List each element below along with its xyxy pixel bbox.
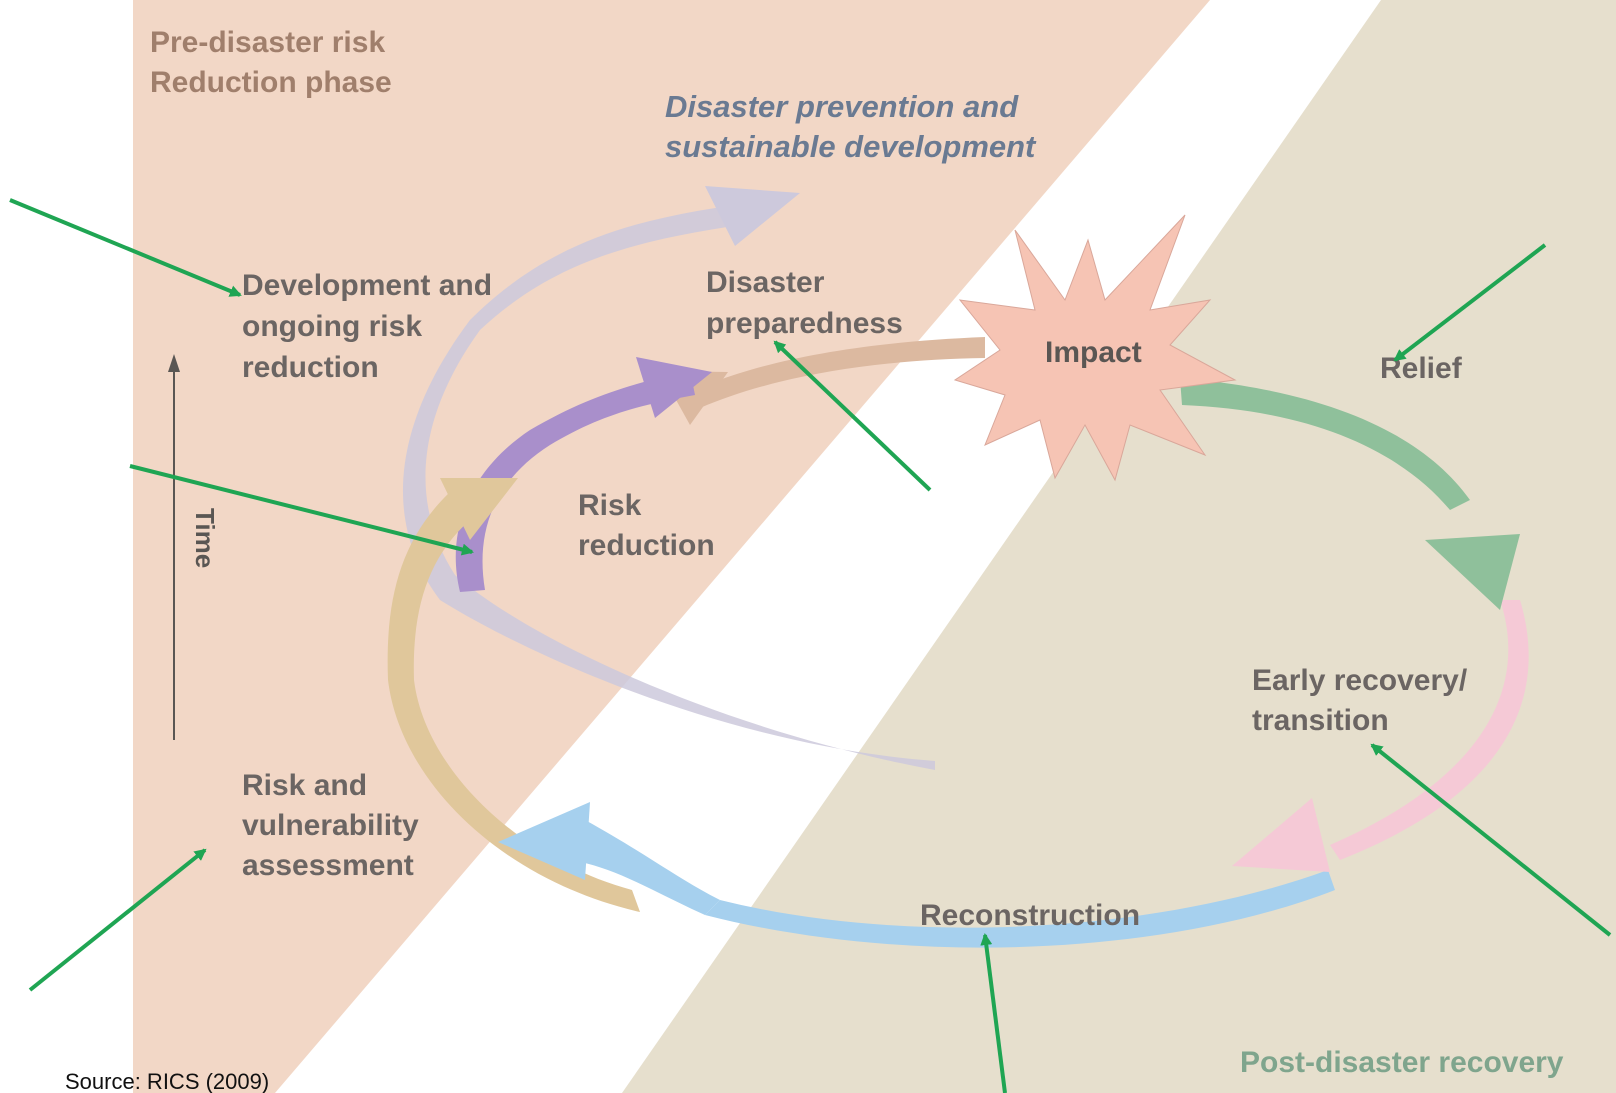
relief-arrowhead [1425,534,1520,610]
impact-label: Impact [1045,336,1142,369]
reconstruction-arrow [705,870,1335,948]
impact-burst [953,214,1237,482]
disaster-prevention-label-line2: sustainable development [665,129,1037,164]
pre-disaster-phase-title-line1: Pre-disaster risk [150,26,385,59]
post-disaster-phase-title: Post-disaster recovery [1240,1046,1564,1079]
early-recovery-label-line1: Early recovery/ [1252,664,1468,697]
relief-arrow [1180,378,1470,510]
early-recovery-label-line2: transition [1252,704,1389,737]
preparedness-arrow [690,337,985,408]
annotation-arrow-reconstruction [980,933,1007,1093]
annotation-arrow-relief [1393,243,1547,362]
annotation-arrow-assessment [28,848,207,992]
assessment-arrowhead [440,478,518,540]
development-label-line2: ongoing risk [242,310,422,343]
annotation-arrow-preparedness [773,340,932,492]
risk-reduction-label-line2: reduction [578,529,715,562]
reconstruction-arrow-tail [580,820,720,915]
pre-disaster-phase-title-line2: Reduction phase [150,66,392,99]
early-recovery-arrow [1330,600,1529,860]
post-disaster-phase-band [622,0,1616,1093]
risk-assessment-label-line1: Risk and [242,769,367,802]
time-axis-arrowhead [168,354,180,372]
reconstruction-label: Reconstruction [920,899,1140,932]
relief-label: Relief [1380,352,1463,385]
reconstruction-arrowhead [498,802,590,880]
preparedness-label-line1: Disaster [706,266,825,299]
annotation-arrow-risk-reduction [129,464,474,556]
risk-assessment-label-line2: vulnerability [242,809,419,842]
disaster-prevention-label-line1: Disaster prevention and [665,89,1019,124]
risk-reduction-label-line1: Risk [578,489,642,522]
preparedness-label-line2: preparedness [706,307,903,340]
source-citation: Source: RICS (2009) [65,1069,269,1093]
risk-assessment-label-line3: assessment [242,849,414,882]
pre-disaster-phase-band [133,0,1210,1093]
time-axis-label: Time [190,508,220,568]
development-label-line1: Development and [242,269,492,302]
early-recovery-arrowhead [1232,798,1330,872]
development-arrowhead [705,186,800,246]
development-label-line3: reduction [242,351,379,384]
annotation-arrow-development [9,198,242,297]
risk-reduction-arrowhead [636,357,712,418]
annotation-arrow-early-recovery [1370,743,1612,937]
